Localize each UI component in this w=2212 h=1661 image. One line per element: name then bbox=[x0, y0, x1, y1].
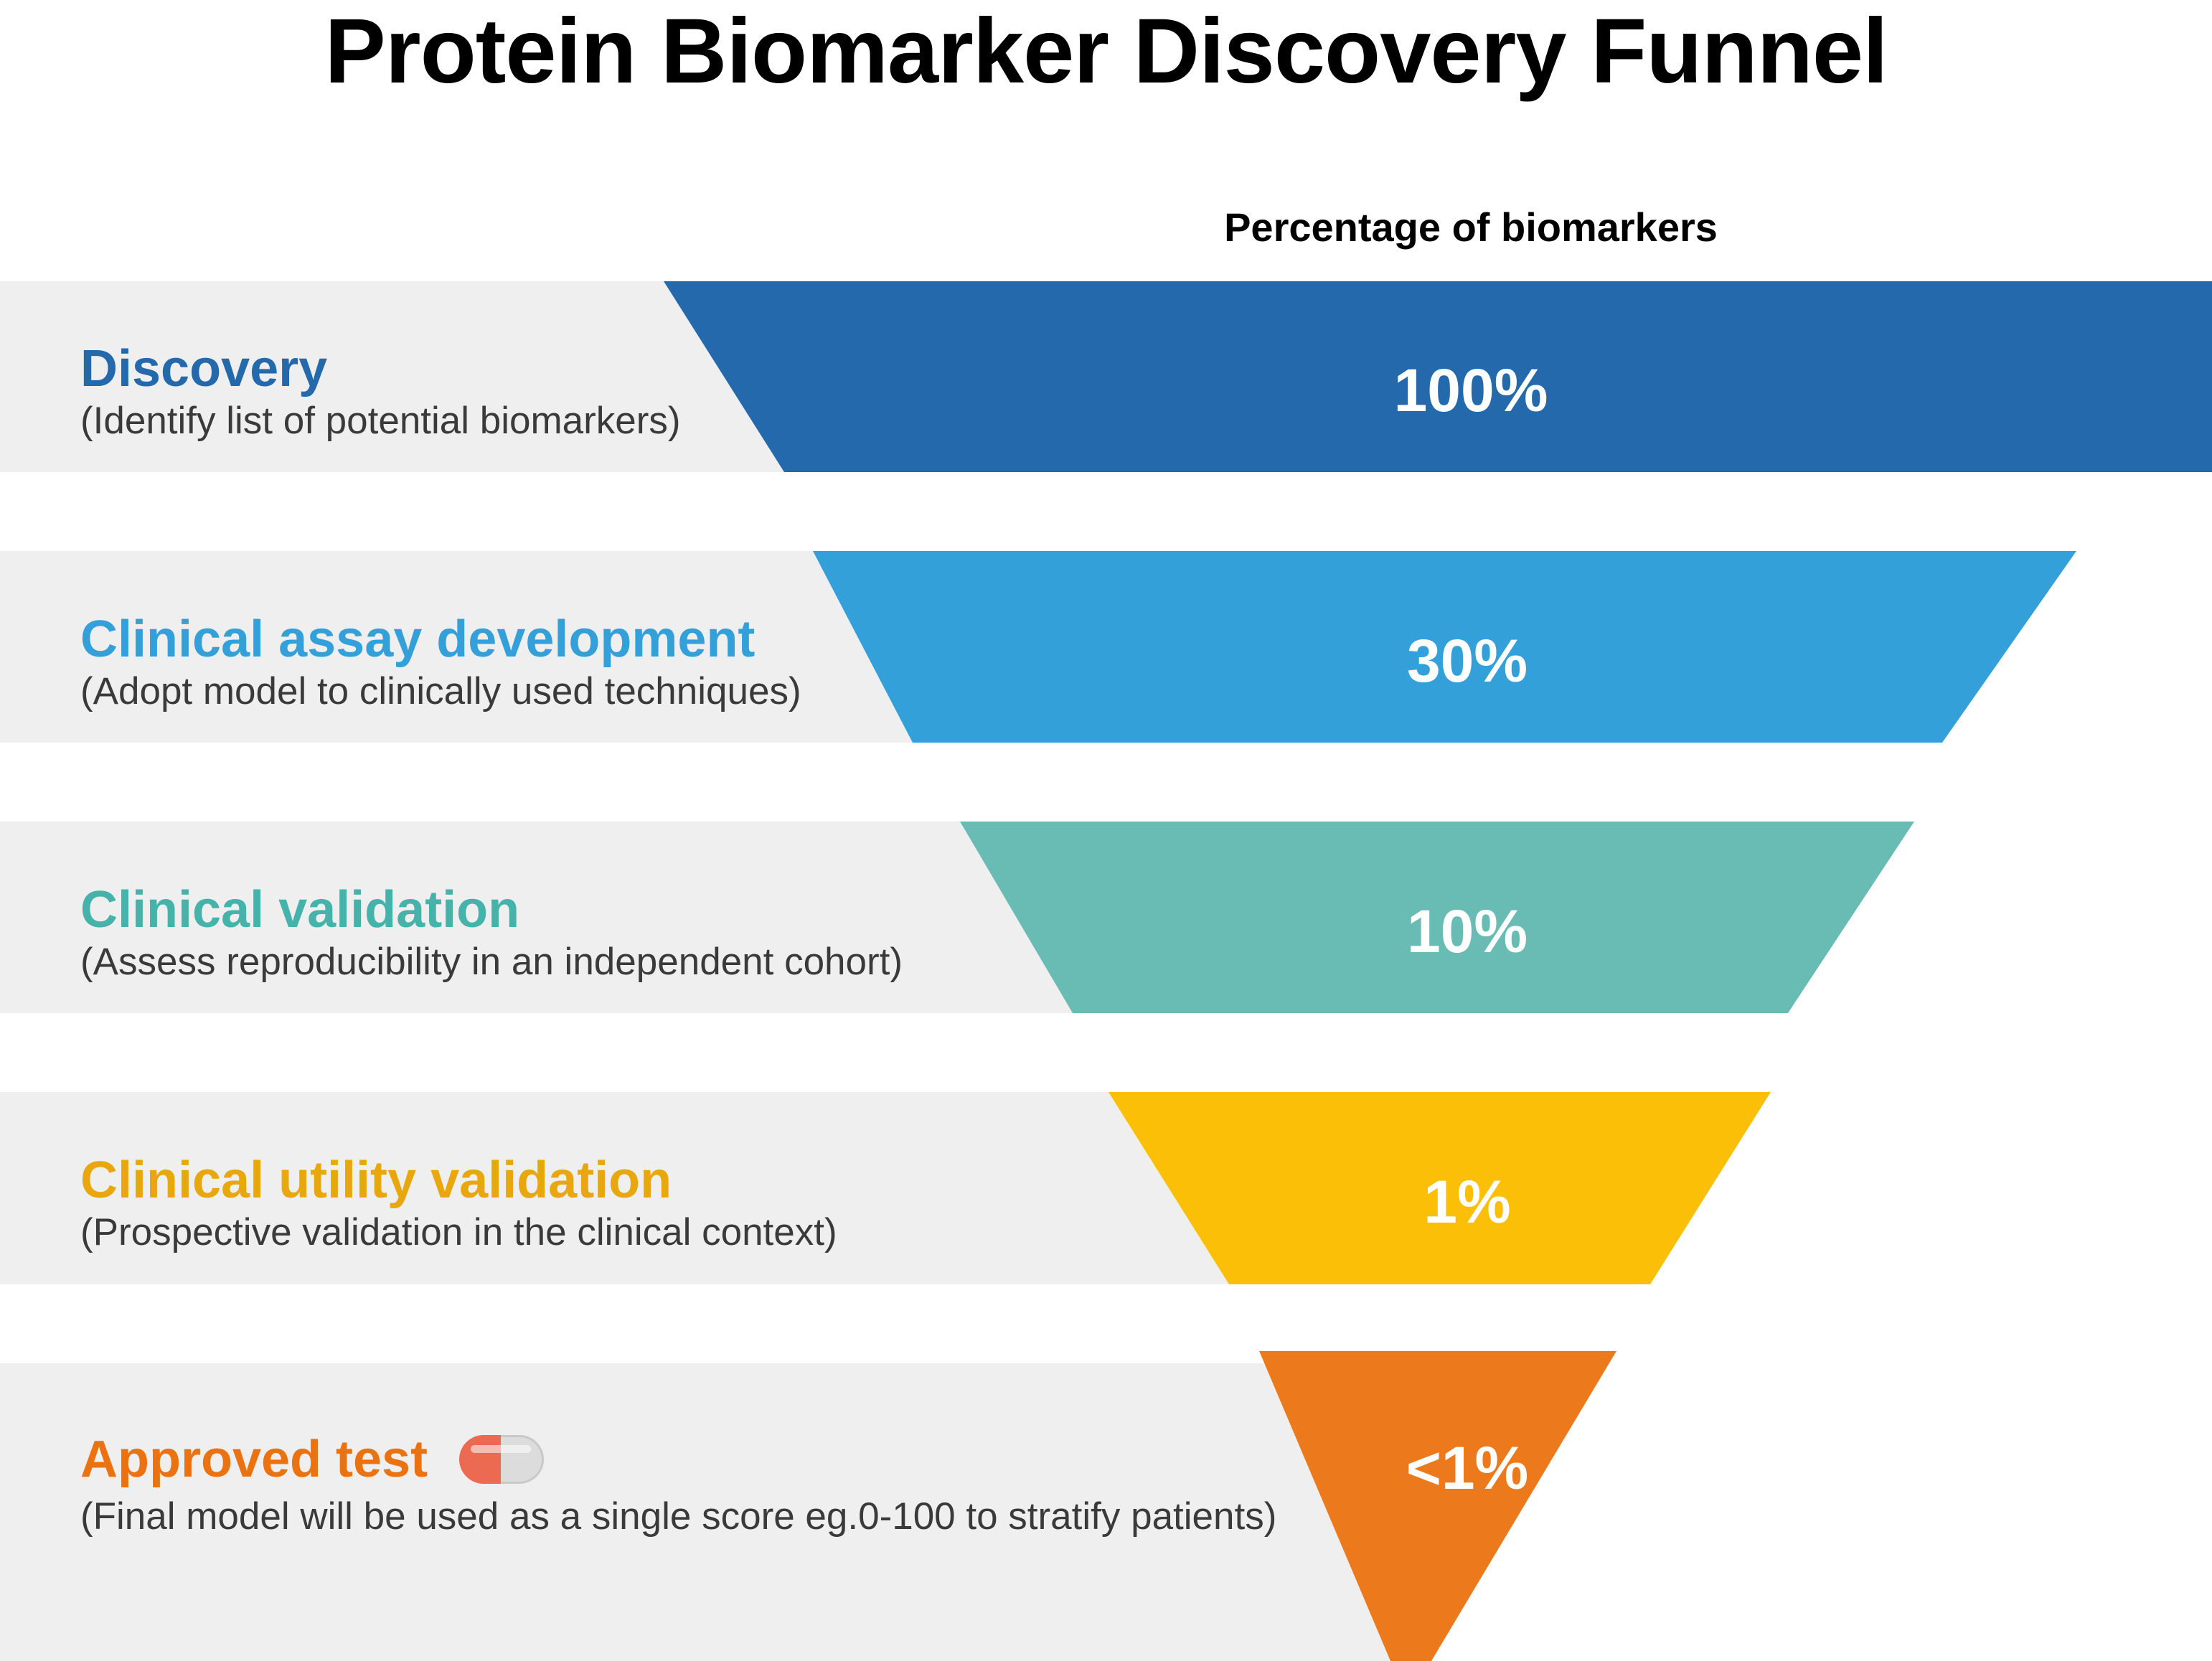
stage-description-4: (Prospective validation in the clinical … bbox=[80, 1211, 837, 1254]
pill-left-half bbox=[459, 1434, 503, 1484]
stage-description-5: (Final model will be used as a single sc… bbox=[80, 1495, 1277, 1538]
funnel-segment-clinical-assay-development bbox=[813, 551, 2076, 743]
stage-name-4: Clinical utility validation bbox=[80, 1152, 672, 1209]
stage-name-5-text: Approved test bbox=[80, 1431, 428, 1488]
stage-name-5: Approved test bbox=[80, 1431, 1276, 1491]
stage-row-1: Discovery (Identify list of potential bi… bbox=[80, 340, 681, 443]
stage-value-1: 100% bbox=[1393, 357, 1548, 424]
stage-description-3: (Assess reproducibility in an independen… bbox=[80, 941, 903, 984]
stage-value-5: <1% bbox=[1406, 1434, 1529, 1502]
pill-right-half bbox=[501, 1434, 545, 1484]
funnel-segment-clinical-validation bbox=[960, 822, 1914, 1013]
stage-name-2: Clinical assay development bbox=[80, 611, 756, 668]
stage-value-3: 10% bbox=[1406, 898, 1528, 965]
stage-value-2: 30% bbox=[1406, 627, 1528, 695]
stage-row-3: Clinical validation (Assess reproducibil… bbox=[80, 881, 903, 984]
stage-row-2: Clinical assay development (Adopt model … bbox=[80, 613, 801, 713]
funnel-segment-discovery bbox=[664, 281, 2212, 472]
stage-description-1: (Identify list of potential biomarkers) bbox=[80, 400, 681, 443]
page-title: Protein Biomarker Discovery Funnel bbox=[324, 0, 1888, 103]
row-band-5 bbox=[0, 1363, 1415, 1661]
stage-row-5: Approved test (Final model will be used … bbox=[80, 1431, 1277, 1538]
stage-description-2: (Adopt model to clinically used techniqu… bbox=[80, 670, 801, 713]
stage-value-4: 1% bbox=[1423, 1168, 1511, 1236]
pill-highlight bbox=[471, 1444, 532, 1453]
stage-name-1: Discovery bbox=[80, 340, 328, 397]
funnel-segment-approved-test bbox=[1259, 1351, 1616, 1661]
pill-capsule-icon bbox=[459, 1434, 545, 1484]
stage-row-4: Clinical utility validation (Prospective… bbox=[80, 1154, 837, 1254]
funnel-segment-clinical-utility-validation bbox=[1109, 1092, 1771, 1284]
stage-name-3: Clinical validation bbox=[80, 881, 520, 938]
column-header: Percentage of biomarkers bbox=[1224, 204, 1718, 250]
